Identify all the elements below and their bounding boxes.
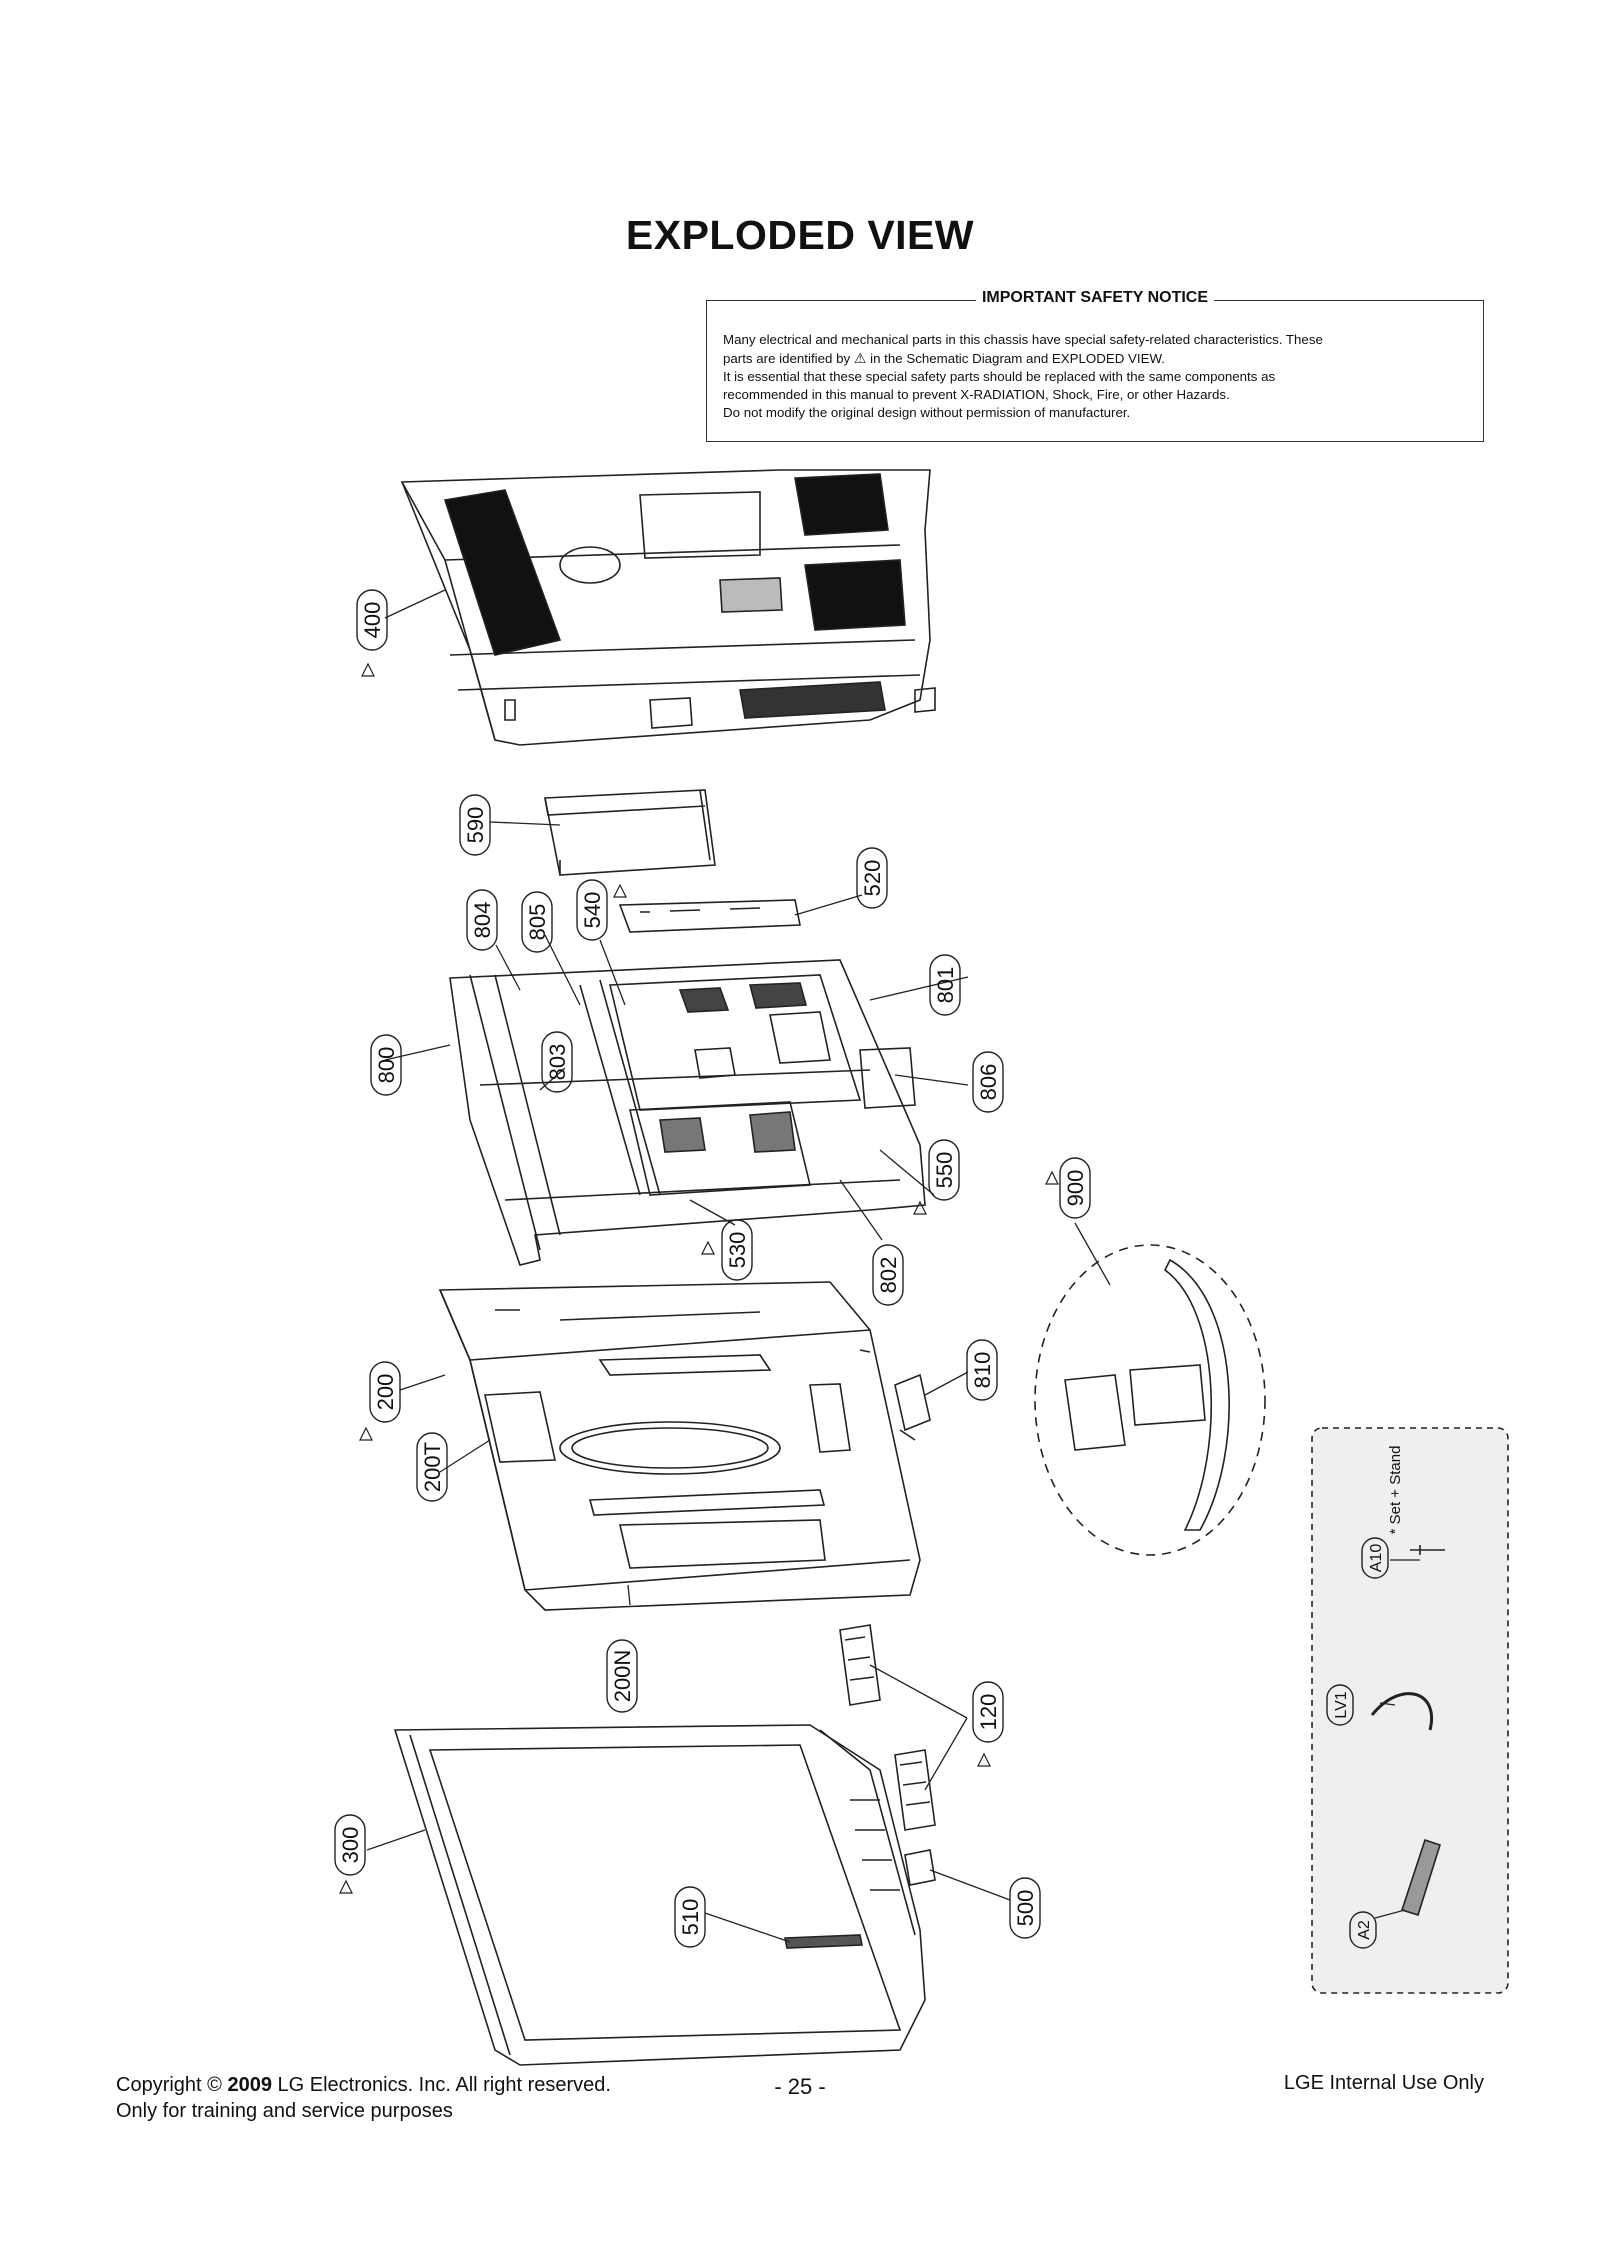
leader-lines xyxy=(366,589,1420,1943)
svg-text:200: 200 xyxy=(373,1374,398,1411)
callout-500: 500 xyxy=(1009,1877,1041,1939)
safety-triangles xyxy=(339,662,1059,1894)
accessory-box xyxy=(1311,1427,1509,1994)
warning-triangle-icon xyxy=(913,1200,927,1215)
safety-notice-box: IMPORTANT SAFETY NOTICE Many electrical … xyxy=(706,289,1484,442)
notice-line: parts are identified by ⚠ in the Schemat… xyxy=(723,350,1165,366)
lcd-panel-200 xyxy=(438,1281,921,1611)
svg-text:120: 120 xyxy=(976,1694,1001,1731)
svg-text:510: 510 xyxy=(678,1899,703,1936)
callout-800: 800 xyxy=(370,1034,402,1096)
svg-text:803: 803 xyxy=(545,1044,570,1081)
front-bezel-300 xyxy=(393,1724,926,2066)
callouts: 400 590 804 805 540 520 801 800 803 806 … xyxy=(334,589,1404,1949)
callout-803: 803 xyxy=(541,1031,573,1093)
page-number: - 25 - xyxy=(774,2074,826,2099)
svg-text:200N: 200N xyxy=(610,1650,635,1703)
callout-810: 810 xyxy=(966,1339,998,1401)
page-title: EXPLODED VIEW xyxy=(625,212,975,258)
warning-triangle-icon xyxy=(1045,1170,1059,1185)
main-frame-800 xyxy=(449,959,926,1266)
callout-200N: 200N xyxy=(606,1639,638,1713)
part-590-shield xyxy=(544,789,716,876)
warning-triangle-icon xyxy=(701,1240,715,1255)
footer-internal-note: LGE Internal Use Only xyxy=(1283,2072,1484,2094)
callout-A2: A2 xyxy=(1349,1911,1377,1949)
part-520-bracket xyxy=(618,899,801,933)
svg-text:530: 530 xyxy=(725,1232,750,1269)
notice-line: It is essential that these special safet… xyxy=(723,369,1276,384)
warning-triangle-icon xyxy=(359,1426,373,1441)
part-500 xyxy=(904,1849,936,1886)
svg-text:LV1: LV1 xyxy=(1333,1691,1350,1718)
back-cover-400 xyxy=(400,469,936,746)
callout-806: 806 xyxy=(972,1051,1004,1113)
svg-text:801: 801 xyxy=(933,967,958,1004)
svg-text:550: 550 xyxy=(932,1152,957,1189)
svg-text:805: 805 xyxy=(525,904,550,941)
part-810 xyxy=(894,1373,931,1441)
warning-triangle-icon xyxy=(361,662,375,677)
svg-text:520: 520 xyxy=(860,860,885,897)
notice-line: Many electrical and mechanical parts in … xyxy=(723,332,1323,347)
svg-text:400: 400 xyxy=(360,602,385,639)
svg-text:806: 806 xyxy=(976,1064,1001,1101)
callout-900: 900 xyxy=(1059,1157,1091,1219)
accessory-note: * Set + Stand xyxy=(1387,1446,1404,1535)
warning-triangle-icon xyxy=(339,1879,353,1894)
callout-804: 804 xyxy=(466,889,498,951)
svg-text:200T: 200T xyxy=(420,1442,445,1492)
svg-text:802: 802 xyxy=(876,1257,901,1294)
callout-120: 120 xyxy=(972,1681,1004,1743)
callout-550: 550 xyxy=(928,1139,960,1201)
notice-line: Do not modify the original design withou… xyxy=(723,405,1131,420)
callout-530: 530 xyxy=(721,1219,753,1281)
speakers-120 xyxy=(839,1624,936,1831)
svg-text:300: 300 xyxy=(338,1827,363,1864)
callout-200: 200 xyxy=(369,1361,401,1423)
footer-purpose: Only for training and service purposes xyxy=(116,2100,453,2122)
stand-900 xyxy=(1034,1244,1266,1556)
notice-line: recommended in this manual to prevent X-… xyxy=(723,387,1230,402)
safety-notice-text: Many electrical and mechanical parts in … xyxy=(723,331,1467,422)
callout-LV1: LV1 xyxy=(1326,1684,1354,1726)
callout-400: 400 xyxy=(356,589,388,651)
svg-text:900: 900 xyxy=(1063,1170,1088,1207)
svg-text:A2: A2 xyxy=(1356,1920,1373,1940)
footer-copyright: Copyright © 2009 LG Electronics. Inc. Al… xyxy=(116,2074,611,2122)
callout-300: 300 xyxy=(334,1814,366,1876)
svg-text:810: 810 xyxy=(970,1352,995,1389)
callout-520: 520 xyxy=(856,847,888,909)
callout-801: 801 xyxy=(929,954,961,1016)
svg-text:800: 800 xyxy=(374,1047,399,1084)
callout-590: 590 xyxy=(459,794,491,856)
callout-805: 805 xyxy=(521,891,553,953)
callout-510: 510 xyxy=(674,1886,706,1948)
svg-text:500: 500 xyxy=(1013,1890,1038,1927)
callout-802: 802 xyxy=(872,1244,904,1306)
svg-text:A10: A10 xyxy=(1368,1544,1385,1573)
callout-540: 540 xyxy=(576,879,608,941)
warning-triangle-icon xyxy=(977,1752,991,1767)
warning-triangle-icon xyxy=(613,883,627,898)
warning-triangle-icon: ⚠ xyxy=(853,350,867,366)
callout-A10: A10 xyxy=(1361,1537,1389,1579)
svg-text:540: 540 xyxy=(580,892,605,929)
callout-200T: 200T xyxy=(416,1432,448,1502)
svg-text:590: 590 xyxy=(463,807,488,844)
svg-text:804: 804 xyxy=(470,902,495,939)
safety-notice-heading: IMPORTANT SAFETY NOTICE xyxy=(707,289,1483,307)
svg-text:* Set + Stand: * Set + Stand xyxy=(1387,1446,1404,1535)
